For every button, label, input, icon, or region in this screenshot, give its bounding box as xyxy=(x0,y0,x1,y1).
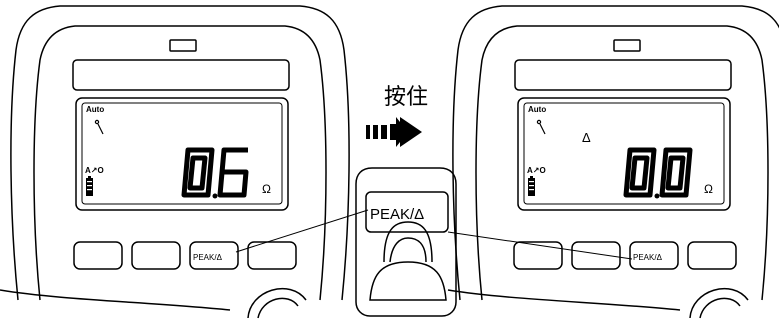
meter-right-button-2[interactable] xyxy=(571,241,621,270)
hold-instruction: 按住 xyxy=(384,84,428,109)
meter-left-top-slot xyxy=(169,39,197,52)
probe-icon xyxy=(94,119,104,135)
meter-left-housing xyxy=(10,5,350,301)
meter-left-decimal xyxy=(212,193,218,199)
meter-right-peak-button[interactable] xyxy=(629,241,679,270)
meter-right xyxy=(447,5,779,319)
meter-right-unit: Ω xyxy=(704,182,713,196)
meter-right-digit-2 xyxy=(659,147,693,198)
meter-right-housing-inner xyxy=(475,25,769,301)
meter-left-button-2[interactable] xyxy=(131,241,181,270)
meter-left-auto-label: Auto xyxy=(86,105,104,114)
meter-right-digits xyxy=(623,147,693,199)
probe-icon xyxy=(536,119,546,135)
meter-left-digits xyxy=(181,147,249,199)
meter-right-display xyxy=(523,102,725,205)
meter-right-dial-inner xyxy=(699,297,741,319)
meter-right-auto-label: Auto xyxy=(528,105,546,114)
meter-left-button-label: PEAK/Δ xyxy=(193,253,223,262)
zoom-peak-button[interactable] xyxy=(365,191,449,233)
meter-left xyxy=(0,5,350,319)
meter-left-display xyxy=(81,102,283,205)
zoom-frame xyxy=(355,167,457,317)
zoom-connector-left xyxy=(235,209,369,253)
meter-left-unit: Ω xyxy=(262,182,271,196)
right-arrow-icon xyxy=(366,117,422,147)
zoom-connector-right xyxy=(447,231,633,260)
meter-left-mode-label: A↗O xyxy=(85,166,104,175)
meter-left-digit-2 xyxy=(217,147,249,198)
meter-left-peak-button[interactable] xyxy=(189,241,239,270)
zoom-peak-label: PEAK/Δ xyxy=(370,206,424,223)
battery-icon xyxy=(528,176,535,196)
meter-left-digit-1 xyxy=(181,147,215,198)
meter-right-dial xyxy=(689,288,749,319)
meter-left-upper-window xyxy=(72,59,290,91)
meter-right-housing xyxy=(452,5,779,301)
meter-right-upper-window xyxy=(514,59,732,91)
meter-right-button-1[interactable] xyxy=(513,241,563,270)
meter-left-body-curve xyxy=(0,289,231,311)
meter-right-digit-1 xyxy=(623,147,657,198)
meter-right-body-curve xyxy=(447,289,681,311)
finger-base xyxy=(369,261,447,301)
meter-right-button-label: PEAK/Δ xyxy=(633,253,663,262)
meter-right-mode-label: A↗O xyxy=(527,166,546,175)
finger-nail xyxy=(389,237,427,263)
meter-right-display-frame xyxy=(517,97,731,211)
zoom-callout xyxy=(235,167,633,317)
meter-right-decimal xyxy=(654,193,660,199)
meter-left-button-1[interactable] xyxy=(73,241,123,270)
battery-icon xyxy=(86,176,93,196)
meter-left-dial xyxy=(247,288,307,319)
meter-left-housing-inner xyxy=(33,25,327,301)
meter-left-button-4[interactable] xyxy=(247,241,297,270)
meter-right-top-slot xyxy=(613,39,641,52)
meter-left-dial-inner xyxy=(257,297,299,319)
finger-icon xyxy=(383,221,433,263)
meter-right-delta-symbol: Δ xyxy=(582,130,591,145)
meter-left-display-frame xyxy=(75,97,289,211)
meter-right-button-4[interactable] xyxy=(687,241,737,270)
